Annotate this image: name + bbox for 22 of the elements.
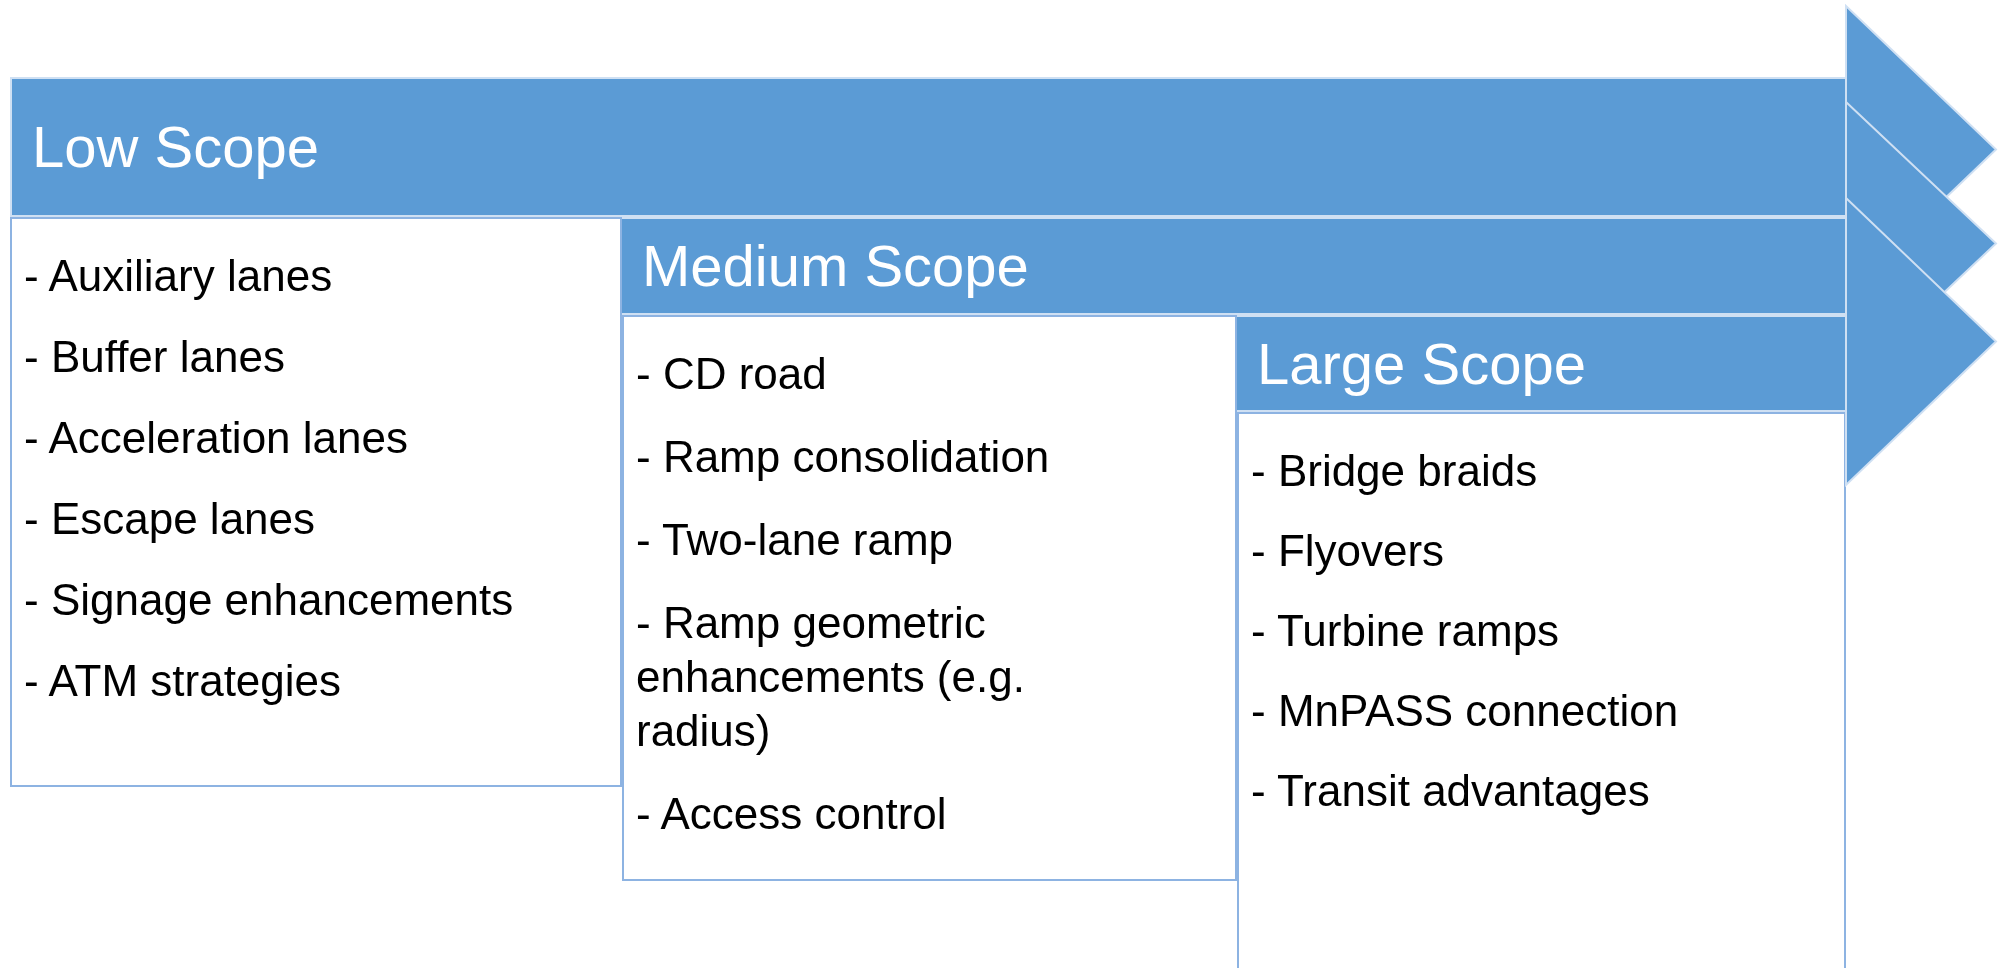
list-item: - Turbine ramps: [1251, 605, 1561, 657]
list-item: - MnPASS connection: [1251, 685, 1680, 737]
list-item: - Transit advantages: [1251, 765, 1651, 817]
list-item: - Ramp consolidation: [636, 431, 1051, 483]
list-item: - Ramp geometric enhancements (e.g. radius): [636, 597, 1026, 757]
list-item: - Access control: [636, 788, 948, 840]
list-item: - Two-lane ramp: [636, 514, 955, 566]
scope-heading: Low Scope: [32, 115, 319, 179]
list-item: - Signage enhancements: [24, 574, 515, 626]
scope-heading: Large Scope: [1257, 331, 1586, 396]
list-box: [622, 315, 1237, 881]
list-item: - Bridge braids: [1251, 445, 1539, 497]
list-item: - Auxiliary lanes: [24, 250, 334, 302]
list-item: - CD road: [636, 348, 828, 400]
list-box: [10, 217, 622, 787]
scope-heading: Medium Scope: [642, 234, 1029, 298]
list-item: - Flyovers: [1251, 525, 1446, 577]
list-box: [1237, 412, 1846, 968]
list-item: - Buffer lanes: [24, 331, 286, 383]
list-item: - Escape lanes: [24, 493, 317, 545]
list-item: - ATM strategies: [24, 655, 343, 707]
list-item: - Acceleration lanes: [24, 412, 409, 464]
